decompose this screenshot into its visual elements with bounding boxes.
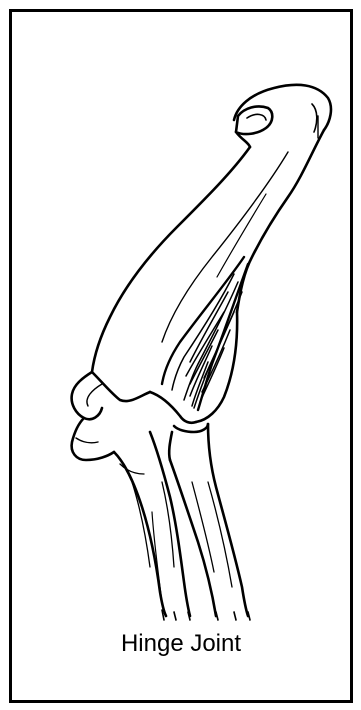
forearm-bones: [72, 418, 250, 620]
humerus-bone: [72, 85, 331, 423]
hinge-joint-illustration: [12, 12, 350, 632]
figure-caption: Hinge Joint: [12, 630, 350, 658]
figure-frame: Hinge Joint: [9, 9, 353, 703]
muscle-fibers: [162, 257, 248, 410]
